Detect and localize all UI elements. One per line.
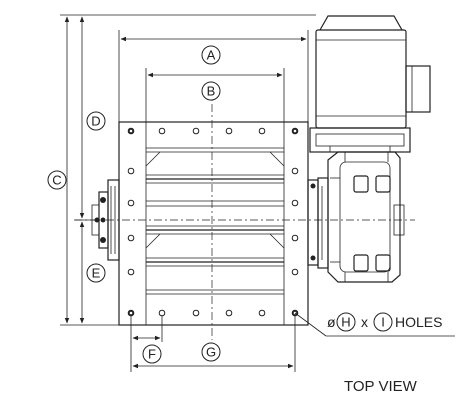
dimension-c: [60, 14, 316, 326]
svg-text:I: I: [381, 315, 385, 330]
svg-text:D: D: [91, 114, 100, 129]
flange-bolt-holes: [127, 127, 299, 317]
motor-adapter: [309, 127, 411, 153]
svg-text:F: F: [148, 347, 156, 362]
label-f: F: [142, 344, 162, 364]
inlet-flange: [118, 121, 309, 326]
svg-text:E: E: [92, 266, 101, 281]
gearbox: [327, 151, 405, 283]
svg-text:H: H: [341, 315, 350, 330]
dimension-b: [145, 68, 285, 122]
dimension-a: [118, 30, 309, 122]
label-c: C: [47, 170, 67, 190]
label-a: A: [201, 45, 221, 65]
svg-text:C: C: [52, 173, 61, 188]
view-title: TOP VIEW: [344, 378, 418, 395]
label-d: D: [86, 111, 106, 131]
svg-text:G: G: [206, 345, 216, 360]
svg-text:ø: ø: [327, 314, 336, 330]
center-lines: [74, 88, 415, 340]
svg-text:x: x: [361, 314, 368, 330]
dimension-f: [130, 315, 163, 372]
drive-motor: [315, 15, 431, 129]
rotor-vanes: [145, 147, 285, 295]
label-g: G: [201, 342, 221, 362]
svg-text:HOLES: HOLES: [395, 314, 442, 330]
svg-text:A: A: [207, 48, 216, 63]
label-b: B: [201, 81, 221, 101]
svg-text:B: B: [207, 84, 216, 99]
label-e: E: [86, 263, 106, 283]
holes-leader-line: [294, 312, 327, 337]
holes-note: ø H x I HOLES: [327, 312, 442, 332]
drive-coupling: [307, 177, 329, 269]
